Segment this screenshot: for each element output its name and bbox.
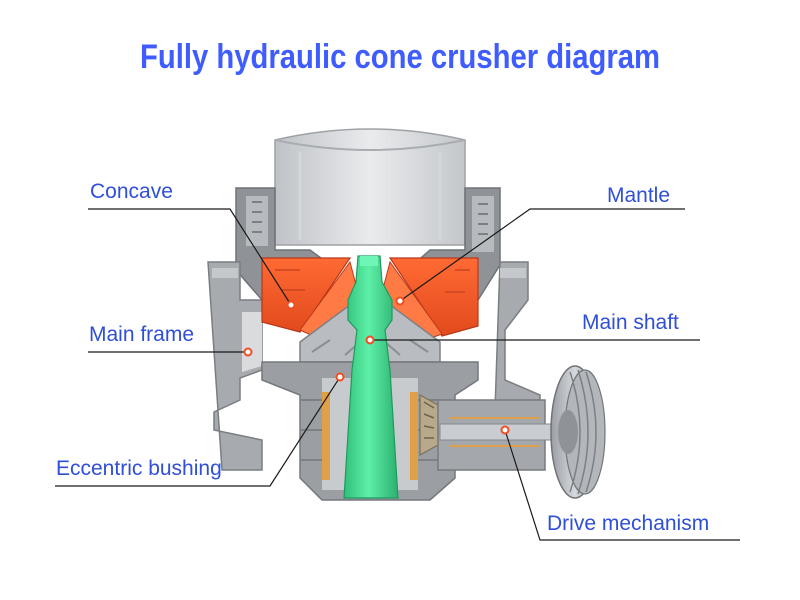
dot-main-frame <box>243 347 253 357</box>
dot-mantle <box>395 296 405 306</box>
label-main-shaft: Main shaft <box>582 311 679 334</box>
leader-concave <box>88 208 292 306</box>
label-drive-mechanism: Drive mechanism <box>547 512 710 535</box>
dot-main-shaft <box>365 335 375 345</box>
crushing-liners <box>261 257 479 343</box>
main-shaft-graphic <box>343 255 399 499</box>
dot-drive-mechanism <box>500 425 510 435</box>
dot-eccentric-bushing <box>335 372 345 382</box>
diagram-title: Fully hydraulic cone crusher diagram <box>139 38 660 76</box>
leader-mantle <box>399 208 685 302</box>
leader-eccentric-bushing <box>55 376 341 487</box>
leader-lines <box>55 208 740 541</box>
label-concave: Concave <box>90 180 173 203</box>
feed-hopper <box>274 128 466 246</box>
drive-shaft-housing <box>437 399 571 471</box>
callout-dots <box>243 296 510 435</box>
label-eccentric-bushing: Eccentric bushing <box>56 457 222 480</box>
dot-concave <box>286 300 296 310</box>
label-main-frame: Main frame <box>89 323 195 346</box>
pulley <box>550 365 606 499</box>
label-mantle: Mantle <box>607 184 671 207</box>
bevel-gear <box>419 393 439 457</box>
leader-drive-mechanism <box>504 429 740 541</box>
outer-frame <box>207 261 541 471</box>
